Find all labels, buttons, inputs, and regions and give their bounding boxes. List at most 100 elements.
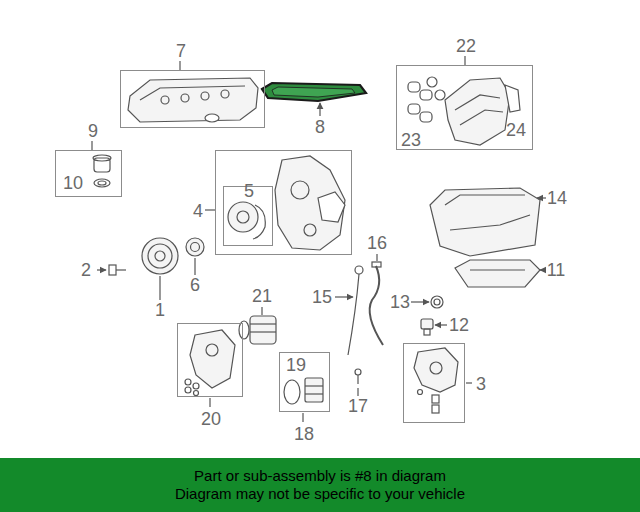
leader-line (97, 269, 106, 270)
callout-number: 21 (252, 287, 272, 305)
intake-manifold (420, 90, 432, 100)
part-group-box: 222324 (396, 65, 533, 150)
crankshaft-pulley (148, 244, 172, 268)
drain-plug-washer (431, 296, 443, 308)
callout-number: 23 (401, 131, 421, 149)
balance-oil-pump (432, 405, 439, 413)
leader-line (302, 413, 303, 422)
oil-filter (284, 378, 323, 404)
callout-number: 14 (547, 189, 567, 207)
callout-number: 11 (547, 261, 566, 279)
leader-line (466, 382, 472, 383)
part-group-box: 1819 (279, 352, 330, 412)
dipstick-tube (372, 262, 381, 267)
leader-line (319, 103, 320, 116)
oil-filler-cap (93, 155, 111, 161)
drain-plug-washer (431, 296, 443, 308)
dipstick (355, 266, 363, 274)
valve-cover (201, 92, 209, 100)
crankshaft-pulley (142, 238, 178, 274)
leader-line (376, 254, 377, 261)
pulley-bolt (109, 265, 126, 275)
intake-manifold (420, 112, 432, 122)
front-seal (186, 238, 204, 256)
part-group-box: 7 (120, 70, 265, 128)
crankshaft-pulley (155, 251, 165, 261)
leader-line (179, 61, 180, 70)
callout-number: 17 (348, 397, 368, 415)
leader-line (205, 209, 215, 210)
leader-line (435, 324, 447, 325)
tube-bolt (357, 375, 358, 384)
intake-manifold (455, 95, 500, 110)
drain-plug (424, 329, 430, 335)
sub-assembly-box: 5 (223, 186, 273, 246)
callout-number: 13 (390, 293, 410, 311)
callout-number: 2 (81, 261, 91, 279)
oil-pan-lower (470, 269, 525, 270)
oil-filter (284, 380, 300, 404)
tube-bolt (355, 369, 361, 375)
drain-plug (421, 319, 433, 329)
tube-bolt (355, 369, 361, 384)
valve-cover (128, 78, 258, 122)
callout-number: 8 (315, 118, 325, 136)
front-seal (186, 238, 204, 256)
drain-plug (421, 319, 433, 335)
oil-pan-upper (430, 188, 540, 256)
intake-manifold (408, 104, 420, 114)
part-group-box: 910 (55, 150, 122, 197)
water-pump (253, 205, 265, 239)
callout-number: 4 (193, 202, 203, 220)
part-drawing (92, 56, 546, 422)
timing-cover (304, 224, 316, 236)
callout-number: 9 (88, 122, 98, 140)
water-pump (228, 202, 258, 232)
oil-filler-cap (94, 179, 110, 187)
valve-cover-gasket (262, 83, 366, 101)
oil-pump (194, 391, 199, 396)
caption-band: Part or sub-assembly is #8 in diagramDia… (0, 458, 640, 512)
leader-line (194, 258, 195, 275)
pulley-bolt (109, 265, 116, 275)
oil-pan-lower (455, 260, 540, 287)
water-pump (237, 211, 249, 223)
filter-housing (250, 316, 276, 344)
intake-manifold (435, 90, 445, 100)
oil-pump (185, 387, 191, 393)
leader-line (540, 269, 545, 270)
leader-line (159, 276, 160, 300)
balance-oil-pump (430, 362, 442, 374)
callout-number: 5 (244, 182, 254, 200)
valve-cover (205, 114, 219, 122)
intake-manifold (460, 110, 503, 125)
timing-cover (291, 181, 309, 199)
balance-oil-pump (414, 348, 458, 392)
intake-manifold (408, 77, 520, 145)
part-group-box: 20 (177, 323, 243, 397)
drain-plug-washer (434, 299, 440, 305)
leader-line (261, 307, 262, 315)
leader-line (411, 301, 429, 302)
valve-cover (128, 78, 258, 122)
valve-cover-gasket (272, 87, 355, 97)
oil-pump (206, 344, 218, 356)
timing-cover (275, 156, 345, 250)
dipstick-tube (370, 266, 383, 345)
oil-pump (193, 383, 199, 389)
valve-cover (181, 94, 189, 102)
callout-number: 15 (312, 288, 332, 306)
dipstick-tube (370, 262, 383, 345)
filter-housing (250, 323, 276, 324)
balance-oil-pump (414, 348, 458, 413)
oil-pan-lower (455, 260, 540, 287)
oil-pan-upper (430, 188, 540, 256)
crankshaft-pulley (142, 238, 178, 274)
oil-pump (185, 379, 191, 385)
oil-filler-cap (98, 181, 106, 185)
leader-line (464, 56, 465, 65)
valve-cover (161, 96, 169, 104)
intake-manifold (505, 85, 520, 112)
